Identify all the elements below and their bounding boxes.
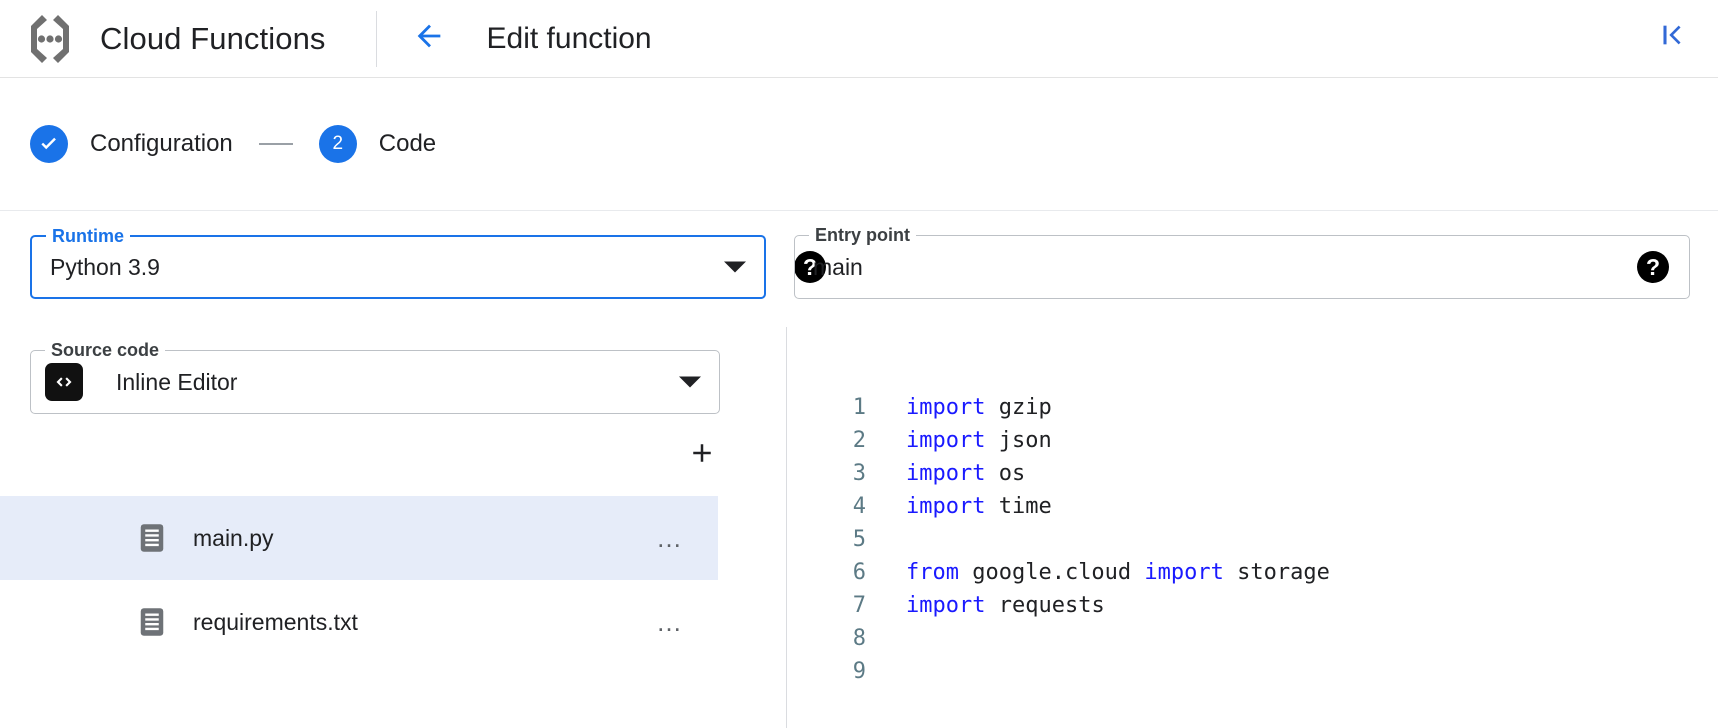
file-list: main.py … requirements.txt … — [0, 496, 718, 664]
cloud-functions-brackets-icon — [22, 12, 78, 66]
code-line-text — [906, 523, 919, 556]
entry-point-help-icon[interactable]: ? — [1637, 251, 1669, 283]
code-token: json — [985, 428, 1052, 453]
wizard-stepper: Configuration 2 Code — [0, 78, 1718, 211]
code-line-text: from google.cloud import storage — [906, 556, 1330, 589]
arrow-left-icon — [412, 19, 446, 58]
collapse-panel-button[interactable] — [1648, 13, 1696, 61]
step-code[interactable]: 2 Code — [318, 125, 437, 163]
code-keyword: import — [906, 428, 986, 453]
step-configuration-label: Configuration — [90, 130, 233, 157]
code-line-number: 5 — [852, 527, 866, 552]
left-pane: Runtime Python 3.9 ? Source code Inline … — [0, 226, 826, 688]
code-line-number: 6 — [852, 560, 866, 585]
code-line: 1 import gzip — [820, 391, 1718, 424]
entry-point-input[interactable]: Entry point main ? — [794, 225, 1690, 299]
page-title: Edit function — [486, 21, 652, 55]
brand: Cloud Functions — [0, 0, 326, 77]
file-list-item-requirements-txt[interactable]: requirements.txt … — [0, 580, 718, 664]
brand-title: Cloud Functions — [100, 20, 326, 56]
pane-divider — [786, 327, 787, 728]
back-button[interactable] — [405, 15, 453, 63]
main-content: Runtime Python 3.9 ? Source code Inline … — [0, 211, 1718, 728]
step-configuration[interactable]: Configuration — [30, 125, 233, 163]
code-line: 5 — [820, 523, 1718, 556]
runtime-label: Runtime — [46, 226, 130, 247]
file-overflow-menu-button[interactable]: … — [656, 606, 684, 637]
code-line-text — [906, 622, 919, 655]
chevron-down-icon[interactable] — [679, 376, 701, 388]
source-code-row: Source code Inline Editor — [0, 299, 720, 414]
entry-point-label: Entry point — [809, 225, 916, 246]
appbar-divider — [375, 10, 377, 67]
runtime-row: Runtime Python 3.9 ? — [0, 226, 826, 299]
code-line-text: import os — [906, 457, 1025, 490]
code-token: gzip — [985, 395, 1052, 420]
code-keyword: import — [906, 593, 986, 618]
code-line-number: 3 — [852, 461, 866, 486]
code-editor[interactable]: 1 import gzip 2 import json 3 import os 4 impor… — [786, 299, 1718, 688]
code-token: os — [985, 461, 1026, 486]
code-line: 9 — [820, 655, 1718, 688]
code-line-number: 4 — [852, 494, 866, 519]
code-keyword: from — [906, 560, 959, 585]
code-keyword: import — [1144, 560, 1224, 585]
code-token: time — [985, 494, 1052, 519]
code-token: requests — [985, 593, 1105, 618]
source-code-label: Source code — [45, 340, 166, 361]
add-file-row — [0, 414, 762, 496]
code-line: 4 import time — [820, 490, 1718, 523]
code-line: 2 import json — [820, 424, 1718, 457]
entry-point-value: main — [813, 253, 863, 280]
code-keyword: import — [906, 461, 986, 486]
app-bar: Cloud Functions Edit function — [0, 0, 1718, 78]
code-line-number: 2 — [852, 428, 866, 453]
code-line: 3 import os — [820, 457, 1718, 490]
code-line-number: 8 — [852, 626, 866, 651]
step-connector — [258, 143, 293, 145]
code-line-text: import json — [906, 424, 1052, 457]
code-line: 6 from google.cloud import storage — [820, 556, 1718, 589]
file-document-icon — [139, 607, 165, 637]
chevron-down-icon[interactable] — [724, 261, 746, 273]
runtime-value: Python 3.9 — [50, 253, 160, 280]
code-line-text: import gzip — [906, 391, 1052, 424]
file-name: main.py — [193, 524, 274, 551]
code-keyword: import — [906, 494, 986, 519]
file-list-item-main-py[interactable]: main.py … — [0, 496, 718, 580]
code-line: 8 — [820, 622, 1718, 655]
step-configuration-marker — [30, 125, 68, 163]
code-line: 7 import requests — [820, 589, 1718, 622]
file-document-icon — [139, 523, 165, 553]
code-token: storage — [1223, 560, 1330, 585]
file-name: requirements.txt — [193, 608, 358, 635]
source-code-value: Inline Editor — [116, 368, 238, 395]
plus-icon — [687, 438, 717, 473]
code-token: google.cloud — [958, 560, 1145, 585]
code-line-text: import time — [906, 490, 1052, 523]
code-line-text: import requests — [906, 589, 1105, 622]
entry-point-row: Entry point main ? — [786, 225, 1718, 299]
runtime-select[interactable]: Runtime Python 3.9 — [30, 226, 766, 299]
step-code-marker: 2 — [318, 125, 357, 163]
source-code-select[interactable]: Source code Inline Editor — [30, 340, 720, 414]
file-overflow-menu-button[interactable]: … — [656, 522, 684, 553]
right-pane: Entry point main ? 1 import gzip 2 import j… — [786, 225, 1718, 728]
code-line-number: 1 — [852, 395, 866, 420]
code-line-text — [906, 655, 919, 688]
add-file-button[interactable] — [680, 433, 724, 477]
code-brackets-icon — [45, 363, 83, 401]
code-keyword: import — [906, 395, 986, 420]
code-line-number: 7 — [852, 593, 866, 618]
code-line-number: 9 — [852, 659, 866, 684]
step-code-label: Code — [378, 130, 437, 157]
runtime-help-icon[interactable]: ? — [794, 251, 826, 283]
first-page-collapse-icon — [1656, 19, 1688, 56]
